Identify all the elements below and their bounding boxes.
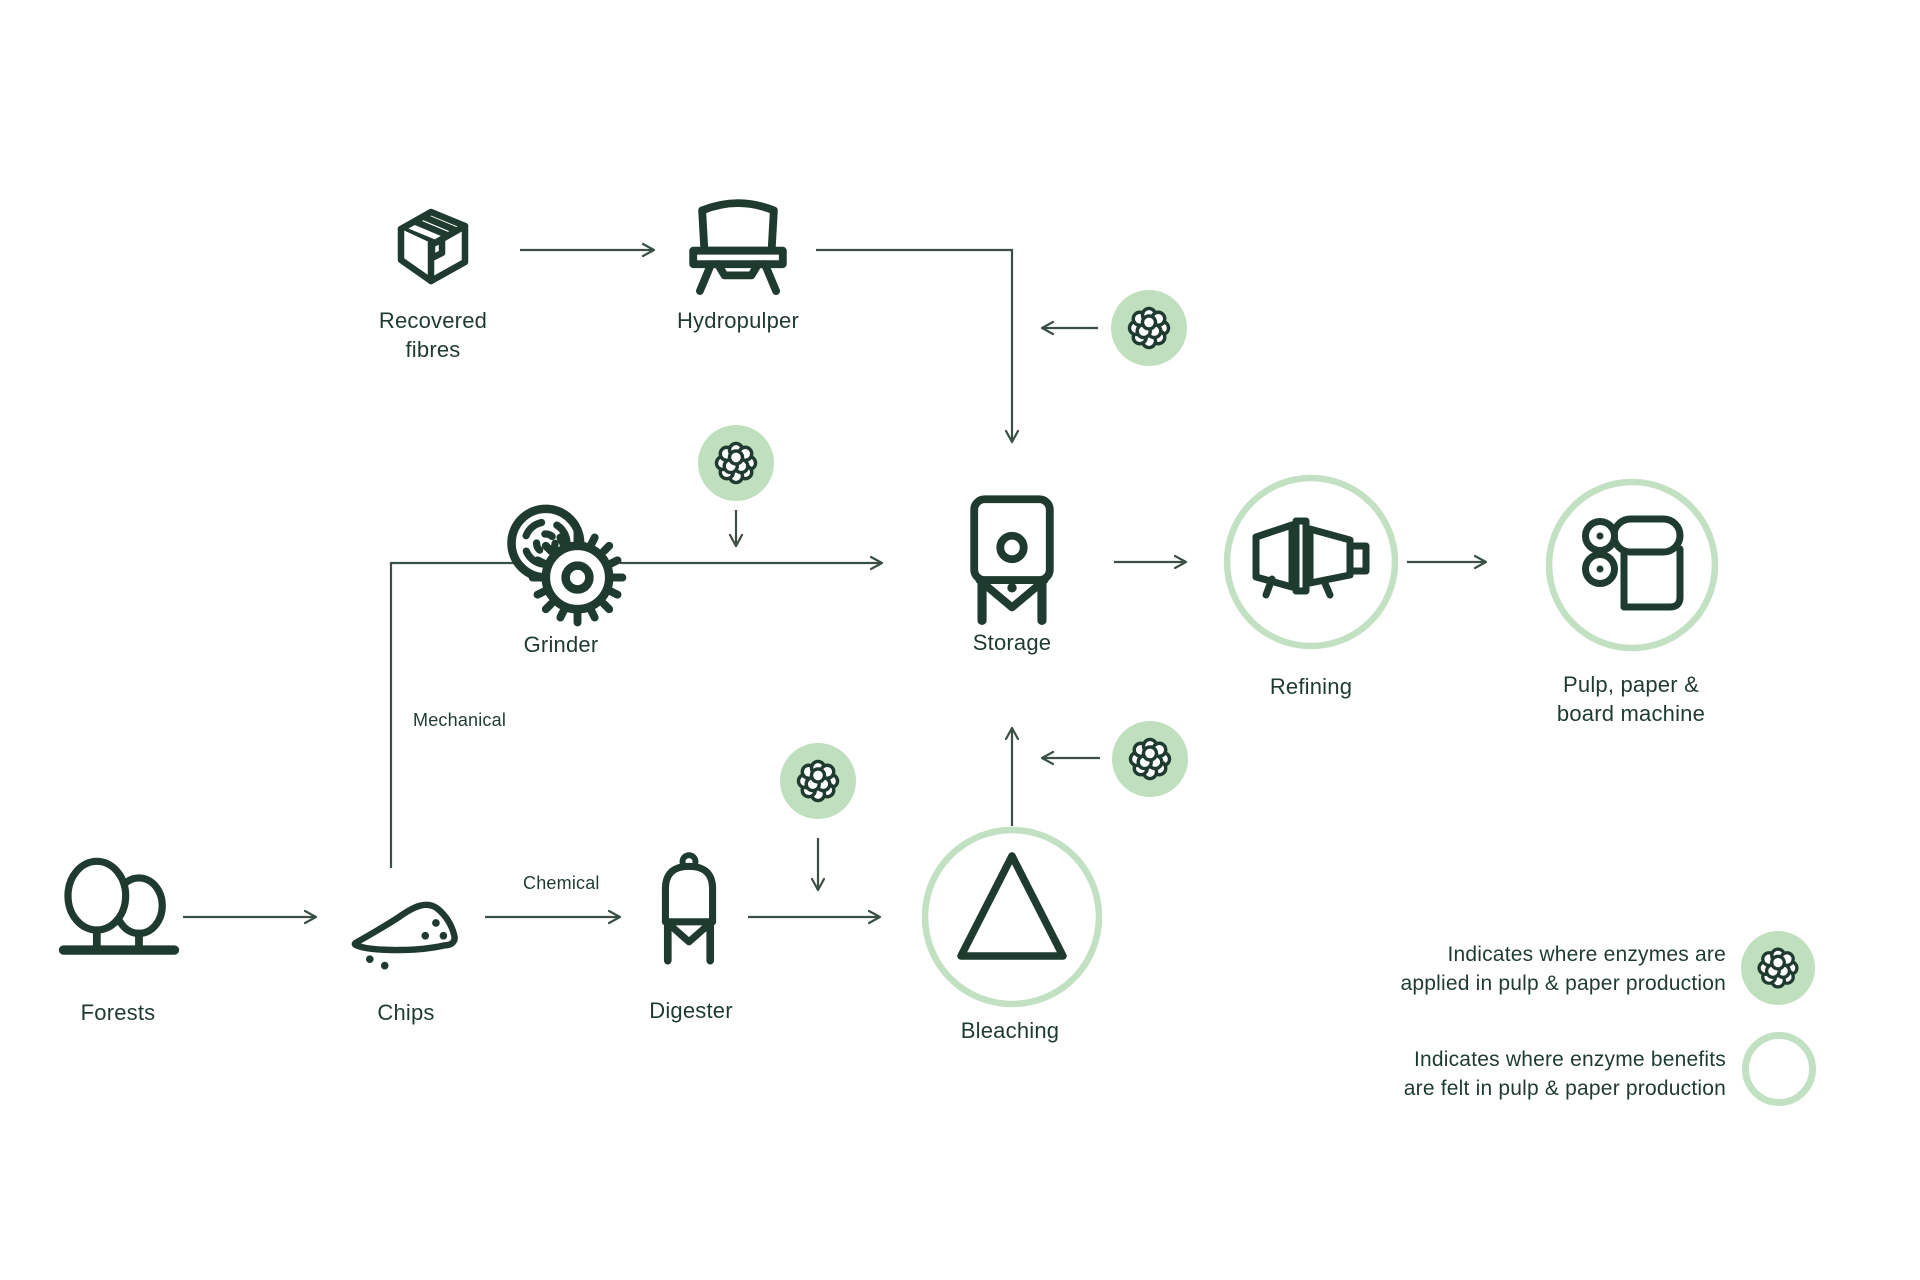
arrow-hydropulper-to-storage bbox=[816, 248, 1020, 444]
storage-label: Storage bbox=[972, 630, 1052, 655]
enzyme-dot-digester-line bbox=[780, 743, 856, 819]
chips-pile-icon bbox=[346, 876, 464, 972]
forests-icon bbox=[58, 850, 180, 968]
legend-benefit-ring-icon bbox=[1742, 1032, 1816, 1106]
chips-label: Chips bbox=[377, 1000, 435, 1025]
enzyme-cluster-icon bbox=[1119, 728, 1181, 790]
hydropulper-icon bbox=[676, 188, 800, 300]
enzyme-dot-hydropulper-line bbox=[1111, 290, 1187, 366]
bleaching-label: Bleaching bbox=[960, 1018, 1060, 1043]
enzyme-cluster-icon bbox=[705, 432, 767, 494]
hydropulper-label: Hydropulper bbox=[676, 308, 800, 333]
legend-enzyme-benefits-text: Indicates where enzyme benefits are felt… bbox=[1403, 1048, 1726, 1100]
enzyme-cluster-icon bbox=[1748, 938, 1808, 998]
pulp-paper-board-machine-icon bbox=[1544, 477, 1720, 653]
pulp-paper-board-label: Pulp, paper & board machine bbox=[1556, 672, 1706, 727]
enzyme-dot-bleaching-line bbox=[1112, 721, 1188, 797]
recovered-fibres-label: Recovered fibres bbox=[378, 308, 488, 363]
enzyme-cluster-icon bbox=[1118, 297, 1180, 359]
legend-enzyme-dot bbox=[1741, 931, 1815, 1005]
grinder-icon bbox=[497, 497, 629, 629]
recovered-fibres-box-icon bbox=[383, 195, 483, 297]
enzyme-dot-grinder-line bbox=[698, 425, 774, 501]
bleaching-icon bbox=[920, 825, 1104, 1009]
mechanical-route-label: Mechanical bbox=[413, 710, 507, 730]
grinder-label: Grinder bbox=[523, 632, 599, 657]
digester-label: Digester bbox=[649, 998, 733, 1023]
line-chips-to-grinder-mechanical bbox=[389, 561, 514, 868]
forests-label: Forests bbox=[80, 1000, 156, 1025]
legend-enzymes-applied-text: Indicates where enzymes are applied in p… bbox=[1400, 943, 1726, 995]
digester-icon bbox=[656, 850, 722, 970]
refining-label: Refining bbox=[1269, 674, 1353, 699]
refining-icon bbox=[1222, 473, 1400, 651]
chemical-route-label: Chemical bbox=[523, 873, 600, 893]
enzyme-cluster-icon bbox=[787, 750, 849, 812]
storage-tank-icon bbox=[969, 494, 1055, 627]
